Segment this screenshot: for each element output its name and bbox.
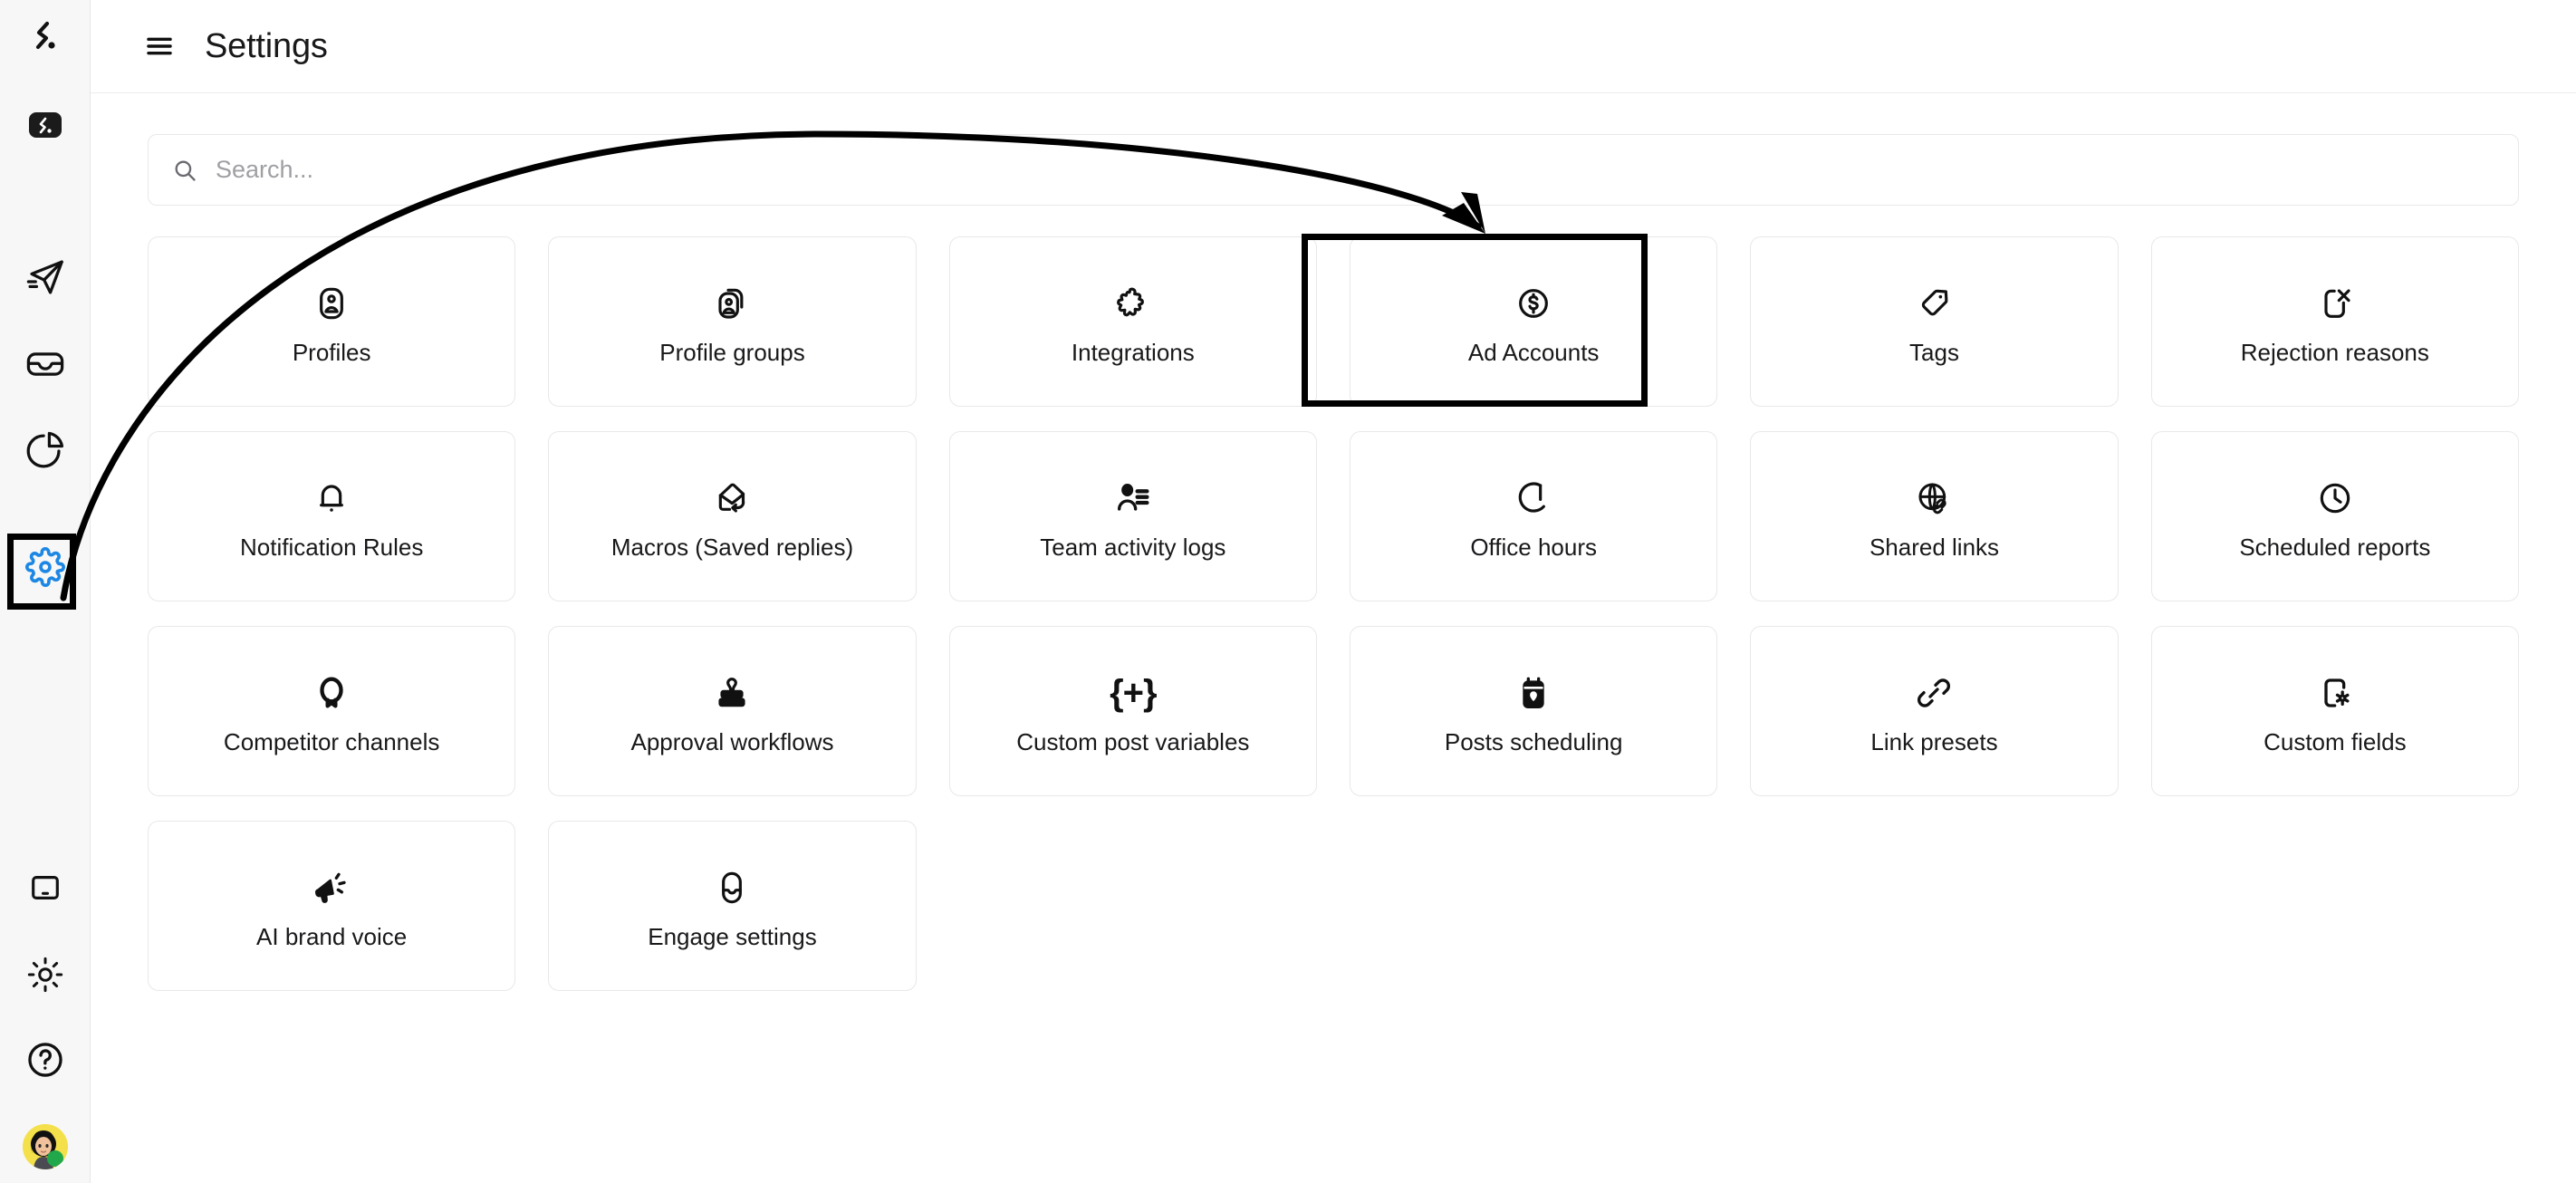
tile-custom-post-variables[interactable]: {+} Custom post variables (948, 626, 1317, 796)
calendar-pin-icon (1515, 665, 1552, 721)
bookmark-x-icon (2317, 275, 2353, 332)
tile-engage-settings[interactable]: Engage settings (548, 821, 917, 991)
tile-label: Integrations (1071, 339, 1195, 367)
sidebar-item-settings[interactable] (11, 533, 80, 601)
tile-label: Profiles (292, 339, 371, 367)
profile-card-icon (313, 275, 350, 332)
braces-plus-icon: {+} (1110, 672, 1157, 713)
tile-custom-fields[interactable]: Custom fields (2150, 626, 2519, 796)
tile-label: Link presets (1870, 728, 1998, 756)
paper-plane-icon[interactable] (11, 243, 80, 312)
tile-label: Office hours (1470, 534, 1598, 562)
tile-notification-rules[interactable]: Notification Rules (148, 431, 516, 601)
tile-label: Posts scheduling (1444, 728, 1623, 756)
page-title: Settings (205, 26, 328, 65)
bell-icon (313, 470, 350, 526)
chain-link-icon (1916, 665, 1952, 721)
tile-label: Custom fields (2264, 728, 2407, 756)
mobile-icon[interactable] (11, 853, 80, 922)
tile-label: Approval workflows (630, 728, 834, 756)
avatar[interactable] (11, 1112, 80, 1181)
tile-posts-scheduling[interactable]: Posts scheduling (1350, 626, 1718, 796)
radar-person-icon (313, 665, 350, 721)
tile-label: Ad Accounts (1467, 339, 1600, 367)
tile-label: Team activity logs (1040, 534, 1226, 562)
clock-icon (2317, 470, 2353, 526)
tile-label: Macros (Saved replies) (610, 534, 854, 562)
rubber-stamp-icon (714, 665, 750, 721)
tile-label: Tags (1909, 339, 1959, 367)
top-bar: Settings (91, 0, 2576, 93)
tile-ai-brand-voice[interactable]: AI brand voice (148, 821, 516, 991)
tile-label: Custom post variables (1016, 728, 1250, 756)
tile-macros[interactable]: Macros (Saved replies) (548, 431, 917, 601)
tile-ad-accounts[interactable]: Ad Accounts (1350, 236, 1718, 407)
tile-link-presets[interactable]: Link presets (1750, 626, 2119, 796)
envelope-reply-icon (714, 470, 750, 526)
globe-link-icon (1916, 470, 1952, 526)
tile-label: Engage settings (648, 923, 817, 951)
tile-label: AI brand voice (256, 923, 408, 951)
tile-label: Scheduled reports (2239, 534, 2431, 562)
settings-tile-grid: Profiles Profile groups (148, 236, 2519, 991)
profile-cards-stack-icon (714, 275, 750, 332)
hamburger-icon[interactable] (139, 26, 179, 66)
puzzle-piece-icon (1115, 275, 1151, 332)
search-bar[interactable] (148, 134, 2519, 206)
gear-icon (25, 547, 65, 587)
sun-icon[interactable] (11, 940, 80, 1009)
tile-integrations[interactable]: Integrations (948, 236, 1317, 407)
megaphone-icon (313, 860, 350, 916)
search-input[interactable] (216, 135, 2494, 205)
tile-label: Profile groups (659, 339, 805, 367)
tile-office-hours[interactable]: Office hours (1350, 431, 1718, 601)
question-mark-icon[interactable] (11, 1025, 80, 1094)
moon-clock-icon (1515, 470, 1552, 526)
user-avatar-image (23, 1124, 68, 1169)
tile-label: Shared links (1869, 534, 2000, 562)
tile-profile-groups[interactable]: Profile groups (548, 236, 917, 407)
tag-icon (1916, 275, 1952, 332)
left-nav-rail (0, 0, 91, 1183)
search-icon (172, 158, 197, 183)
tile-label: Rejection reasons (2240, 339, 2429, 367)
pie-chart-icon[interactable] (11, 417, 80, 486)
tile-tags[interactable]: Tags (1750, 236, 2119, 407)
tile-approval-workflows[interactable]: Approval workflows (548, 626, 917, 796)
tile-rejection-reasons[interactable]: Rejection reasons (2150, 236, 2519, 407)
card-gear-icon (2317, 665, 2353, 721)
tile-profiles[interactable]: Profiles (148, 236, 516, 407)
tile-shared-links[interactable]: Shared links (1750, 431, 2119, 601)
main-column: Settings (91, 0, 2576, 1183)
tile-label: Notification Rules (240, 534, 424, 562)
dollar-circle-icon (1515, 275, 1552, 332)
tile-scheduled-reports[interactable]: Scheduled reports (2150, 431, 2519, 601)
brand-squiggle-icon[interactable] (11, 4, 80, 72)
tile-competitor-channels[interactable]: Competitor channels (148, 626, 516, 796)
settings-content: Profiles Profile groups (91, 93, 2576, 1183)
tile-label: Competitor channels (223, 728, 440, 756)
user-list-icon (1115, 470, 1151, 526)
inbox-icon[interactable] (11, 330, 80, 399)
chat-capsule-icon (714, 860, 750, 916)
tile-team-activity-logs[interactable]: Team activity logs (948, 431, 1317, 601)
brand-square-icon[interactable] (11, 91, 80, 159)
